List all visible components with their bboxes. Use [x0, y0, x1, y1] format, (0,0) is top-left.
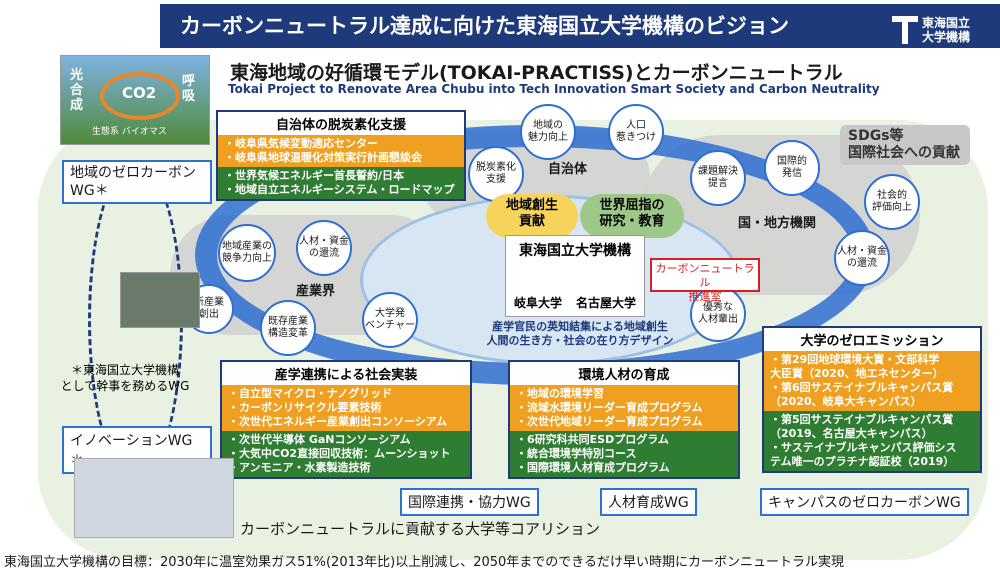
education-title: 環境人材の育成	[510, 362, 738, 385]
circle-social: 社会的 評価向上	[864, 174, 920, 230]
list-item: ・アンモニア・水素製造技術	[228, 461, 371, 474]
circle-compete: 地域産業の 競争力向上	[218, 224, 276, 282]
local-gov-card: 自治体の脱炭素化支援 ・岐阜県気候変動適応センター ・岐阜県地球温暖化対策実行計…	[216, 110, 466, 201]
logo: 東海国立 大学機構	[892, 12, 992, 48]
center-title: 東海国立大学機構	[519, 243, 631, 259]
cn-office-box: カーボンニュートラル 推進室	[650, 258, 760, 303]
wg-international: 国際連携・協力WG	[400, 488, 539, 516]
list-item: ・流域水環境リーダー育成プログラム	[516, 401, 703, 414]
co2-cycle-icon	[100, 72, 180, 120]
list-item: ・統合環境学特別コース	[516, 447, 637, 460]
photo-caption: 生態系 バイオマス	[92, 127, 167, 137]
industry-orange: ・自立型マイクロ・ナノグリッド ・カーボンリサイクル要素技術 ・次世代エネルギー…	[222, 385, 470, 431]
list-item: ・国際環境人材育成プログラム	[516, 461, 670, 474]
list-item: ・第29回地球環境大賞・文部科学 大臣賞（2020、地エネセンター）	[770, 353, 944, 380]
list-item: ・世界気候エネルギー首長誓約/日本	[224, 169, 405, 182]
list-item: ・次世代半導体 GaNコンソーシアム	[228, 433, 411, 446]
circle-venture: 大学発 ベンチャー	[362, 292, 418, 348]
goal-text: 東海国立大学機構の目標：2030年に温室効果ガス51%(2013年比)以上削減し…	[4, 555, 845, 570]
co2-label: CO2	[122, 84, 157, 102]
list-item: ・次世代地域リーダー育成プログラム	[516, 415, 703, 428]
list-item: ・6研究科共同ESDプログラム	[516, 433, 669, 446]
circle-intl: 国際的 発信	[764, 140, 820, 196]
plant-illustration	[74, 458, 234, 538]
campus-orange: ・第29回地球環境大賞・文部科学 大臣賞（2020、地エネセンター） ・第6回サ…	[764, 351, 980, 411]
circle-human: 優秀な 人材輩出	[690, 286, 746, 342]
page-subtitle: Tokai Project to Renovate Area Chubu int…	[228, 82, 880, 96]
local-gov-green: ・世界気候エネルギー首長誓約/日本 ・地域自立エネルギーシステム・ロードマップ	[218, 167, 464, 199]
circle-people: 人口 惹きつけ	[608, 104, 664, 160]
list-item: ・カーボンリサイクル要素技術	[228, 401, 382, 414]
list-item: ・自立型マイクロ・ナノグリッド	[228, 387, 393, 400]
coalition-text: カーボンニュートラルに貢献する大学等コアリション	[240, 520, 601, 538]
list-item: ・サステイナブルキャンパス評価シス テム唯一のプラチナ認証校（2019）	[770, 441, 957, 468]
respiration-label: 呼吸	[182, 74, 196, 104]
gifu-label: 岐阜大学	[514, 296, 563, 310]
wg-campus-zero-carbon: キャンパスのゼロカーボンWG	[760, 488, 969, 516]
list-item: ・地域自立エネルギーシステム・ロードマップ	[224, 183, 455, 196]
industry-title: 産学連携による社会実装	[222, 362, 470, 385]
list-item: ・岐阜県地球温暖化対策実行計画懇談会	[224, 151, 422, 164]
circle-decarb: 脱炭素化 支援	[468, 146, 524, 202]
list-item: ・第6回サステイナブルキャンパス賞 （2020、岐阜大キャンパス）	[770, 381, 954, 408]
sdgs-box: SDGs等 国際社会への貢献	[840, 125, 970, 165]
local-gov-title: 自治体の脱炭素化支援	[218, 112, 464, 135]
pill-world: 世界屈指の 研究・教育	[580, 194, 684, 238]
list-item: ・地域の環境学習	[516, 387, 604, 400]
circle-attract: 地域の 魅力向上	[520, 104, 576, 160]
list-item: ・第5回サステイナブルキャンパス賞 （2019、名古屋大キャンパス）	[770, 413, 954, 440]
list-item: ・大気中CO2直接回収技術：ムーンショット	[228, 447, 451, 460]
wg-note: ＊東海国立大学機構 として幹事を務めるWG	[60, 363, 190, 393]
local-gov-orange: ・岐阜県気候変動適応センター ・岐阜県地球温暖化対策実行計画懇談会	[218, 135, 464, 167]
nagoya-label: 名古屋大学	[576, 296, 637, 310]
header-title: カーボンニュートラル達成に向けた東海国立大学機構のビジョン	[180, 14, 789, 38]
photosynthesis-label: 光合成	[70, 68, 84, 113]
center-org: 東海国立大学機構 岐阜大学 名古屋大学	[505, 235, 645, 317]
circle-talent-return: 人材・資金 の還流	[834, 230, 890, 286]
industry-green: ・次世代半導体 GaNコンソーシアム ・大気中CO2直接回収技術：ムーンショット…	[222, 431, 470, 477]
list-item: ・岐阜県気候変動適応センター	[224, 137, 378, 150]
campus-card: 大学のゼロエミッション ・第29回地球環境大賞・文部科学 大臣賞（2020、地エ…	[762, 326, 982, 473]
industry-label: 産業界	[296, 284, 336, 299]
center-slogan: 産学官民の英知結集による地域創生 人間の生き方・社会の在り方デザイン	[486, 320, 674, 347]
page-header: カーボンニュートラル達成に向けた東海国立大学機構のビジョン	[160, 4, 1000, 48]
national-label: 国・地方機関	[738, 216, 817, 231]
wg-local-zero-carbon: 地域のゼロカーボン WG＊	[62, 160, 212, 204]
education-orange: ・地域の環境学習 ・流域水環境リーダー育成プログラム ・次世代地域リーダー育成プ…	[510, 385, 738, 431]
logo-text: 東海国立 大学機構	[922, 16, 971, 44]
wg-human-resources: 人材育成WG	[600, 488, 697, 516]
local-gov-label: 自治体	[548, 162, 588, 177]
industry-card: 産学連携による社会実装 ・自立型マイクロ・ナノグリッド ・カーボンリサイクル要素…	[220, 360, 472, 479]
page-title: 東海地域の好循環モデル(TOKAI-PRACTISS)とカーボンニュートラル	[230, 62, 843, 84]
campus-title: 大学のゼロエミッション	[764, 328, 980, 351]
logo-mark-icon	[892, 16, 918, 44]
education-card: 環境人材の育成 ・地域の環境学習 ・流域水環境リーダー育成プログラム ・次世代地…	[508, 360, 740, 479]
circle-existing: 既存産業 構造変革	[260, 300, 316, 356]
pill-regional: 地域創生 貢献	[486, 194, 578, 238]
education-green: ・6研究科共同ESDプログラム ・統合環境学特別コース ・国際環境人材育成プログ…	[510, 431, 738, 477]
facility-photo	[120, 272, 200, 328]
list-item: ・次世代エネルギー産業創出コンソーシアム	[228, 415, 448, 428]
circle-task: 課題解決 提言	[690, 150, 746, 206]
circle-talent-fund: 人材・資金 の還流	[296, 220, 352, 276]
campus-green: ・第5回サステイナブルキャンパス賞 （2019、名古屋大キャンパス） ・サステイ…	[764, 411, 980, 471]
